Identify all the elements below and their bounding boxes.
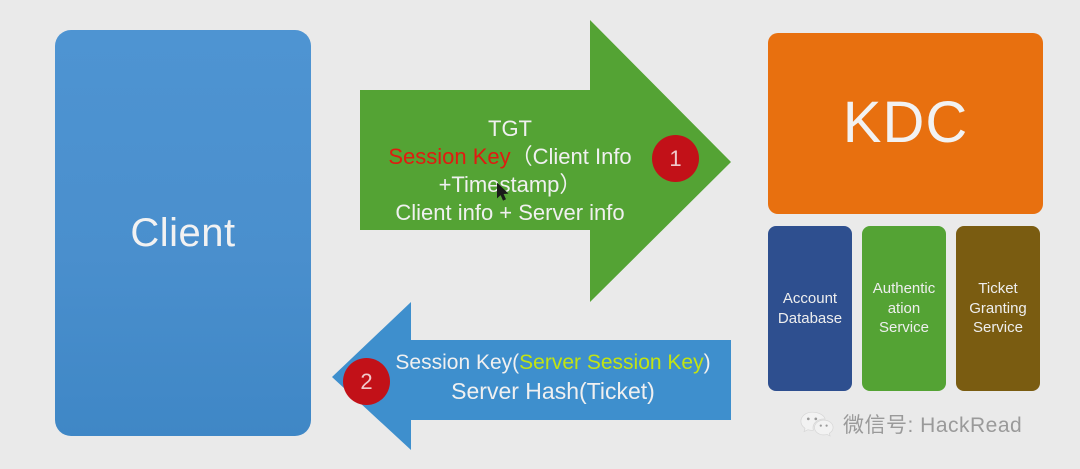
- session-key-highlight: Session Key: [388, 144, 511, 170]
- kdc-component-ticket-granting-service-label: Ticket Granting Service: [969, 279, 1027, 337]
- step-badge-2: 2: [343, 358, 390, 405]
- kdc-component-authentication-service-label: Authentic ation Service: [872, 279, 936, 337]
- request-arrow-shape: [360, 20, 731, 302]
- kdc-node[interactable]: KDC: [768, 33, 1043, 214]
- kdc-node-label: KDC: [842, 90, 969, 156]
- kdc-component-ticket-granting-service[interactable]: Ticket Granting Service: [956, 226, 1040, 391]
- mouse-pointer-icon: [497, 183, 509, 201]
- response-line-1: Session Key(Server Session Key): [372, 350, 734, 377]
- server-session-key-highlight: Server Session Key: [519, 351, 704, 374]
- client-node[interactable]: Client: [55, 30, 311, 436]
- request-line-4: Client info + Server info: [395, 200, 625, 226]
- response-arrow-label: Session Key(Server Session Key) Server H…: [372, 350, 734, 406]
- watermark-text: 微信号: HackRead: [843, 414, 1023, 437]
- wechat-icon: [800, 411, 834, 437]
- request-line-2-rest: （Client Info: [510, 144, 632, 170]
- kdc-component-account-database-label: Account Database: [777, 289, 843, 327]
- response-line-1-suffix: ): [703, 351, 711, 374]
- step-badge-2-label: 2: [360, 368, 373, 394]
- step-badge-1: 1: [652, 135, 699, 182]
- watermark: 微信号: HackRead: [800, 409, 1022, 439]
- step-badge-1-label: 1: [669, 145, 682, 171]
- response-line-1-prefix: Session Key(: [395, 351, 520, 374]
- request-line-1: TGT: [488, 116, 532, 141]
- request-line-3: +Timestamp）: [438, 172, 582, 198]
- response-arrow-shape: [332, 302, 731, 450]
- client-node-label: Client: [130, 211, 236, 255]
- response-line-2: Server Hash(Ticket): [451, 377, 655, 404]
- kdc-component-account-database[interactable]: Account Database: [768, 226, 852, 391]
- request-arrow-label: TGT Session Key（Client Info +Timestamp） …: [360, 115, 660, 228]
- request-line-2: Session Key（Client Info: [360, 143, 660, 171]
- kdc-component-authentication-service[interactable]: Authentic ation Service: [862, 226, 946, 391]
